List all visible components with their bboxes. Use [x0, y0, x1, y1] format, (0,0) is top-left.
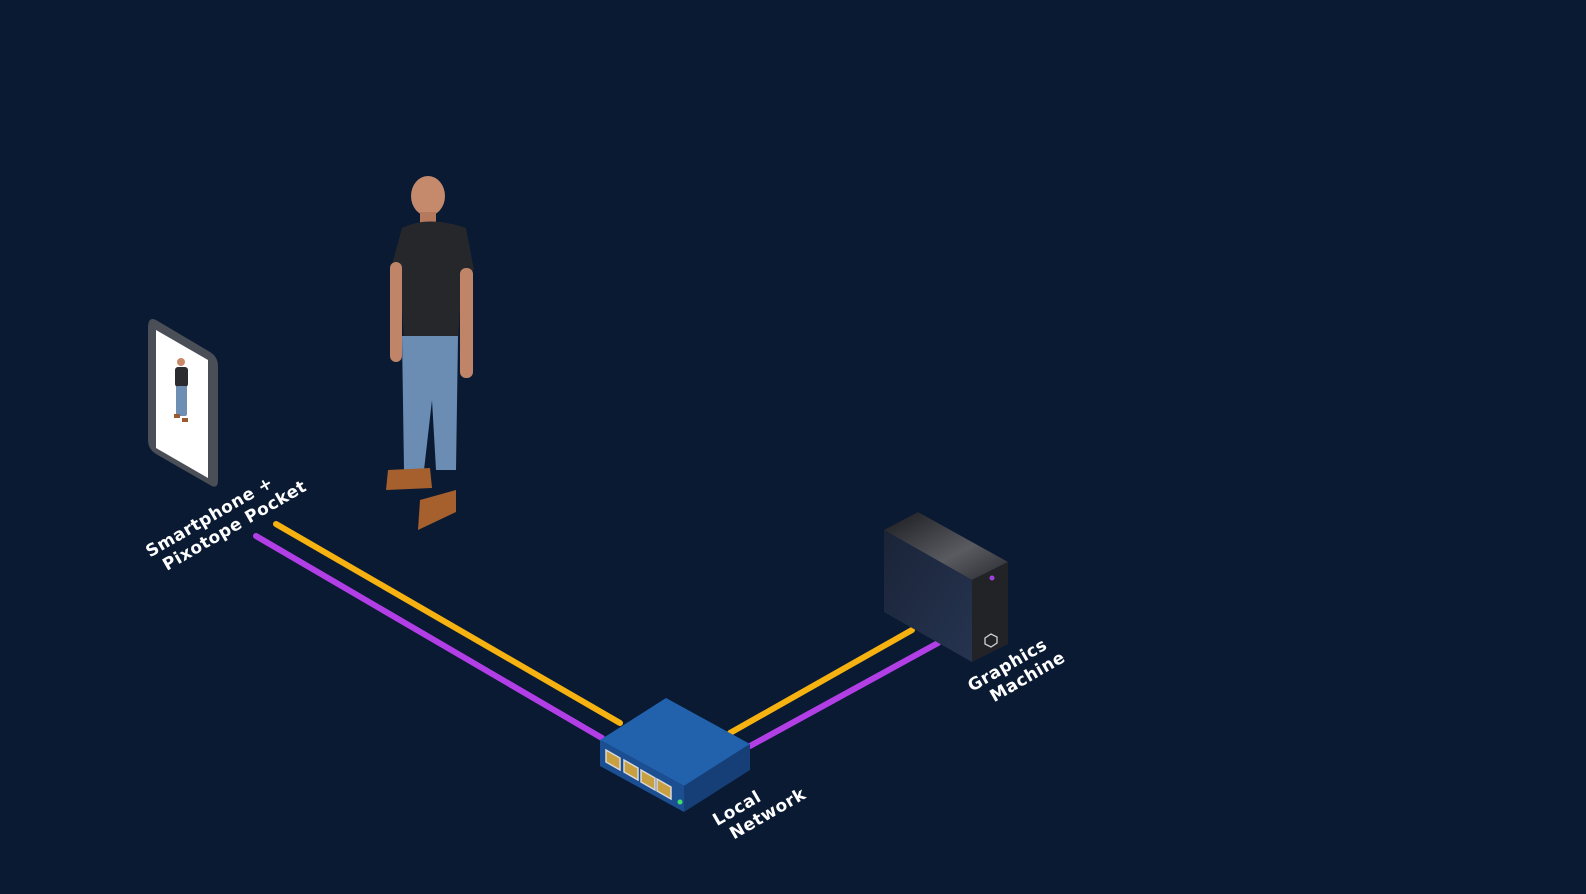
switch-ports [605, 748, 672, 801]
logo-icon [984, 633, 998, 648]
computer-tower-icon [884, 512, 1008, 662]
cable-yellow [727, 627, 915, 736]
phone-screen-person-icon [174, 358, 188, 422]
cable-purple [253, 533, 605, 741]
status-led-icon [677, 799, 683, 805]
smartphone-label: Smartphone + Pixotope Pocket [143, 473, 311, 575]
power-led-icon [989, 575, 995, 581]
network-switch-icon [600, 698, 750, 812]
cable-switch-to-graphics [727, 627, 941, 749]
cable-phone-to-switch [253, 521, 623, 741]
cable-purple [747, 640, 941, 749]
person-figure-icon [386, 176, 474, 530]
smartphone-icon [148, 319, 218, 487]
cable-yellow [273, 521, 623, 726]
